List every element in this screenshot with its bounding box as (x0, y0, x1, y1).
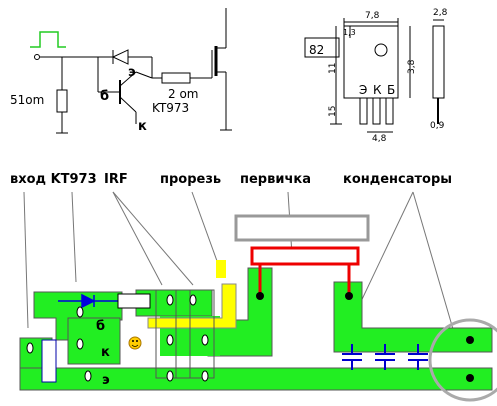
primary-winding (250, 246, 360, 296)
resistor-51-label: 51om (10, 93, 44, 107)
label-primary: первичка (240, 172, 311, 187)
pcb-holes (26, 294, 209, 382)
dim-body-height: 11 (328, 63, 338, 74)
package-body (343, 25, 399, 99)
input-pulse-icon (30, 31, 66, 48)
gate-resistor-chip (117, 293, 151, 309)
schematic-pin-b: б (100, 89, 109, 104)
primary-hole-right (345, 292, 353, 300)
pointer-lines (23, 191, 456, 337)
package-pin-e: Э (359, 83, 367, 97)
package-side-view (432, 25, 445, 99)
package-hole (374, 43, 388, 57)
dim-thickness: 2,8 (433, 8, 448, 18)
transistor-label: KT973 (152, 101, 189, 115)
transformer-core (234, 214, 370, 242)
dim-hole: 3,8 (407, 59, 417, 74)
schematic-pin-e: э (128, 65, 136, 80)
dim-leads: 15 (328, 106, 338, 117)
diode-icon (111, 49, 129, 65)
package-marking: 82 (309, 43, 324, 57)
package-pin-b: Б (387, 83, 395, 97)
board-diode-icon (81, 293, 96, 309)
package-pin-k: К (373, 83, 382, 97)
board-pin-k: к (101, 345, 110, 360)
smiley-icon (128, 336, 142, 350)
input-terminal (34, 54, 40, 60)
label-slot: прорезь (160, 172, 221, 187)
resistor-51 (56, 89, 68, 113)
dim-lead-thickness: 0,9 (430, 121, 445, 131)
package-drawing (304, 18, 445, 133)
board-pin-b: б (96, 319, 105, 334)
primary-hole-left (256, 292, 264, 300)
schematic-pin-k: к (138, 119, 147, 134)
slot-cutout (147, 283, 237, 329)
capacitors (342, 344, 428, 370)
dim-width: 7,8 (365, 11, 380, 21)
emitter-bus (19, 367, 493, 391)
dim-tab: 1,3 (343, 28, 356, 37)
collector-pad (67, 317, 121, 365)
resistor-2 (161, 72, 191, 84)
label-irf: IRF (104, 172, 128, 187)
board-pin-e: э (102, 373, 110, 388)
label-input: вход KT973 (10, 172, 97, 187)
dim-pitch: 4,8 (372, 134, 387, 144)
resistor-2-label: 2 om (168, 87, 198, 101)
highlight-circle (428, 318, 497, 402)
schematic (30, 8, 232, 134)
label-capacitors: конденсаторы (343, 172, 452, 187)
package-marking-box (304, 37, 340, 58)
board-diode (58, 293, 118, 309)
pcb-board (19, 267, 493, 391)
kt973-package (41, 339, 57, 383)
